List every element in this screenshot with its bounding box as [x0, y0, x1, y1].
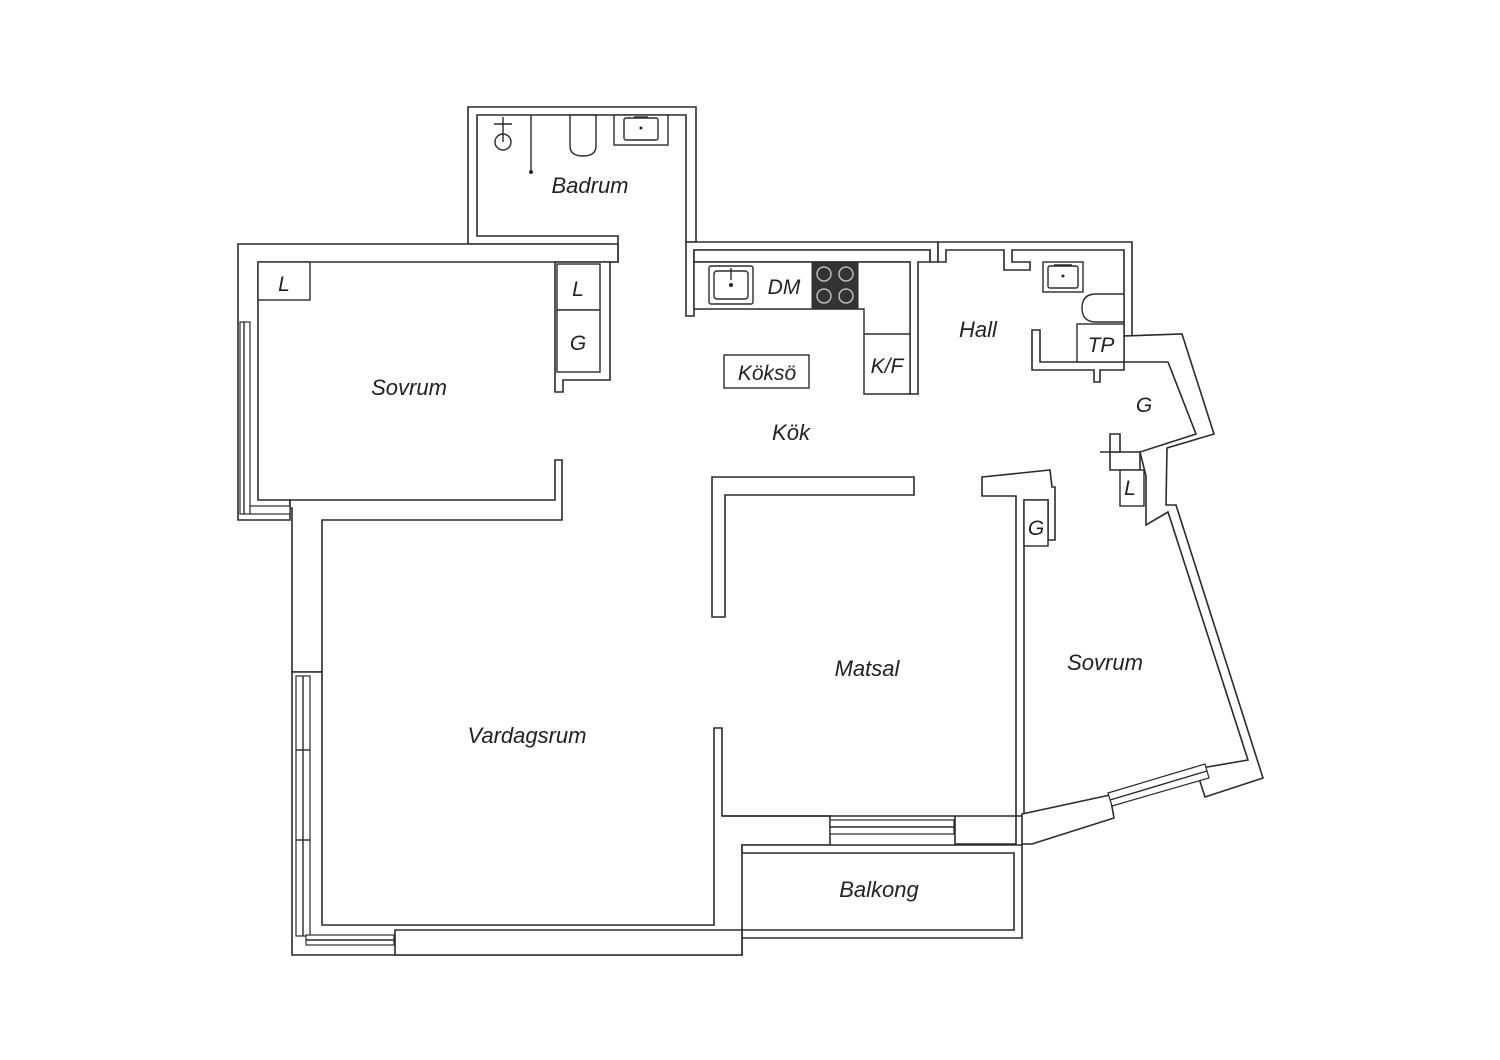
- room-labels: Badrum Sovrum Kök Hall Matsal Vardagsrum…: [371, 173, 1143, 902]
- shower-icon: [494, 115, 533, 174]
- hall-l-label: L: [1124, 477, 1136, 500]
- kf-label: K/F: [871, 355, 905, 378]
- closet-g-label: G: [570, 332, 586, 355]
- windows: [239, 321, 1210, 946]
- toilet-icon: [569, 114, 597, 157]
- room-badrum: Badrum: [551, 173, 628, 198]
- room-hall: Hall: [959, 317, 998, 342]
- left-bedroom-wall: [237, 243, 619, 521]
- closet-l-label: L: [572, 278, 584, 301]
- room-vardagsrum: Vardagsrum: [467, 723, 586, 748]
- right-bedroom-g-label: G: [1028, 517, 1044, 540]
- room-sovrum-left: Sovrum: [371, 375, 447, 400]
- sink-icon: [1042, 261, 1084, 293]
- sink-icon: [708, 265, 754, 305]
- sink-icon: [613, 114, 669, 146]
- hall-closet-wall: [1031, 329, 1125, 383]
- window-left-bedroom: [239, 321, 251, 515]
- room-matsal: Matsal: [835, 656, 901, 681]
- stove-icon: [811, 261, 859, 310]
- hall-l-closet: [1119, 469, 1145, 507]
- window-left-bedroom-bottom: [249, 505, 291, 515]
- tp-label: TP: [1088, 334, 1115, 357]
- fixtures: L L G K/F DM Köksö: [257, 114, 1152, 547]
- room-balkong: Balkong: [839, 877, 919, 902]
- hall-g-wall: [1100, 451, 1141, 471]
- kitchen-dining-wall: [711, 476, 915, 618]
- dm-label: DM: [768, 276, 801, 299]
- tp-closet: [1076, 323, 1125, 363]
- right-bedroom-closet: [1023, 499, 1049, 547]
- room-kok: Kök: [772, 420, 811, 445]
- closet-left-corner: [257, 261, 311, 301]
- walls: [237, 106, 1265, 956]
- kitchen-island-label: Köksö: [738, 362, 797, 385]
- kitchen-island: [723, 354, 810, 389]
- closet-l: [556, 263, 601, 311]
- closet-g: [556, 309, 601, 373]
- hall-g-label: G: [1136, 394, 1152, 417]
- dining-south-wall: [722, 815, 1017, 845]
- living-room-wall: [291, 671, 831, 956]
- room-sovrum-right: Sovrum: [1067, 650, 1143, 675]
- hall-l-wall: [1109, 433, 1121, 453]
- living-south-extension: [394, 929, 743, 956]
- left-bedroom-south-wall: [289, 459, 563, 673]
- closet-left-corner-label: L: [278, 273, 290, 296]
- toilet-icon: [1081, 293, 1125, 323]
